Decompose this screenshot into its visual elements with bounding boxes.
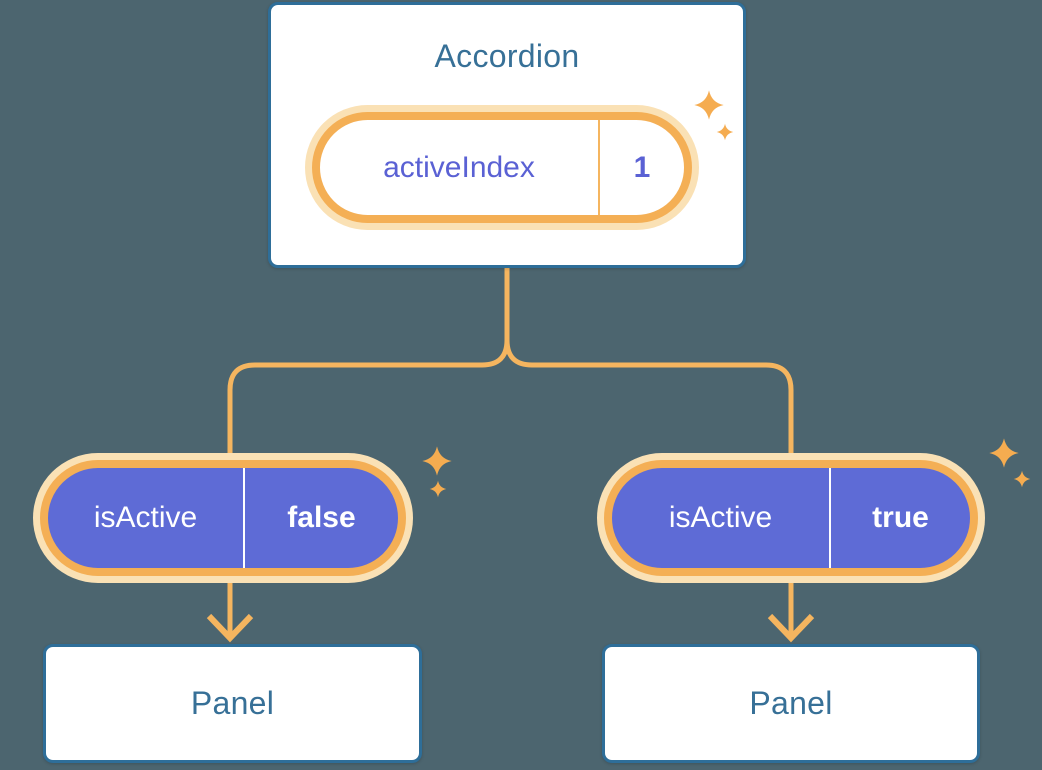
pill-divider [243,468,245,568]
wire-root-to-left-child [227,268,510,457]
state-pill-active-index: activeIndex 1 [312,112,692,223]
sparkle-icon [429,480,447,498]
panel-node-right: Panel [602,644,980,763]
prop-pill-value: true [872,501,929,534]
wire-root-to-right-child [504,268,794,457]
sparkle-icon [1013,470,1031,488]
prop-pill-value: false [287,501,356,534]
prop-pill-label: isActive [93,501,198,534]
sparkle-icon [716,123,734,141]
sparkle-icon [989,438,1019,468]
prop-pill-label: isActive [668,501,773,534]
sparkle-icon [694,90,724,120]
pill-divider [598,120,600,215]
pill-divider [829,468,831,568]
accordion-title: Accordion [434,38,580,74]
panel-node-left: Panel [43,644,422,763]
arrowhead-right-icon [767,613,815,643]
prop-pill-is-active-true: isActive true [604,460,978,576]
arrowhead-left-icon [206,613,254,643]
state-pill-label: activeIndex [383,150,535,184]
panel-title: Panel [190,685,275,721]
prop-pill-is-active-false: isActive false [40,460,406,576]
state-pill-value: 1 [633,150,651,184]
panel-title: Panel [749,685,833,721]
sparkle-icon [422,446,452,476]
